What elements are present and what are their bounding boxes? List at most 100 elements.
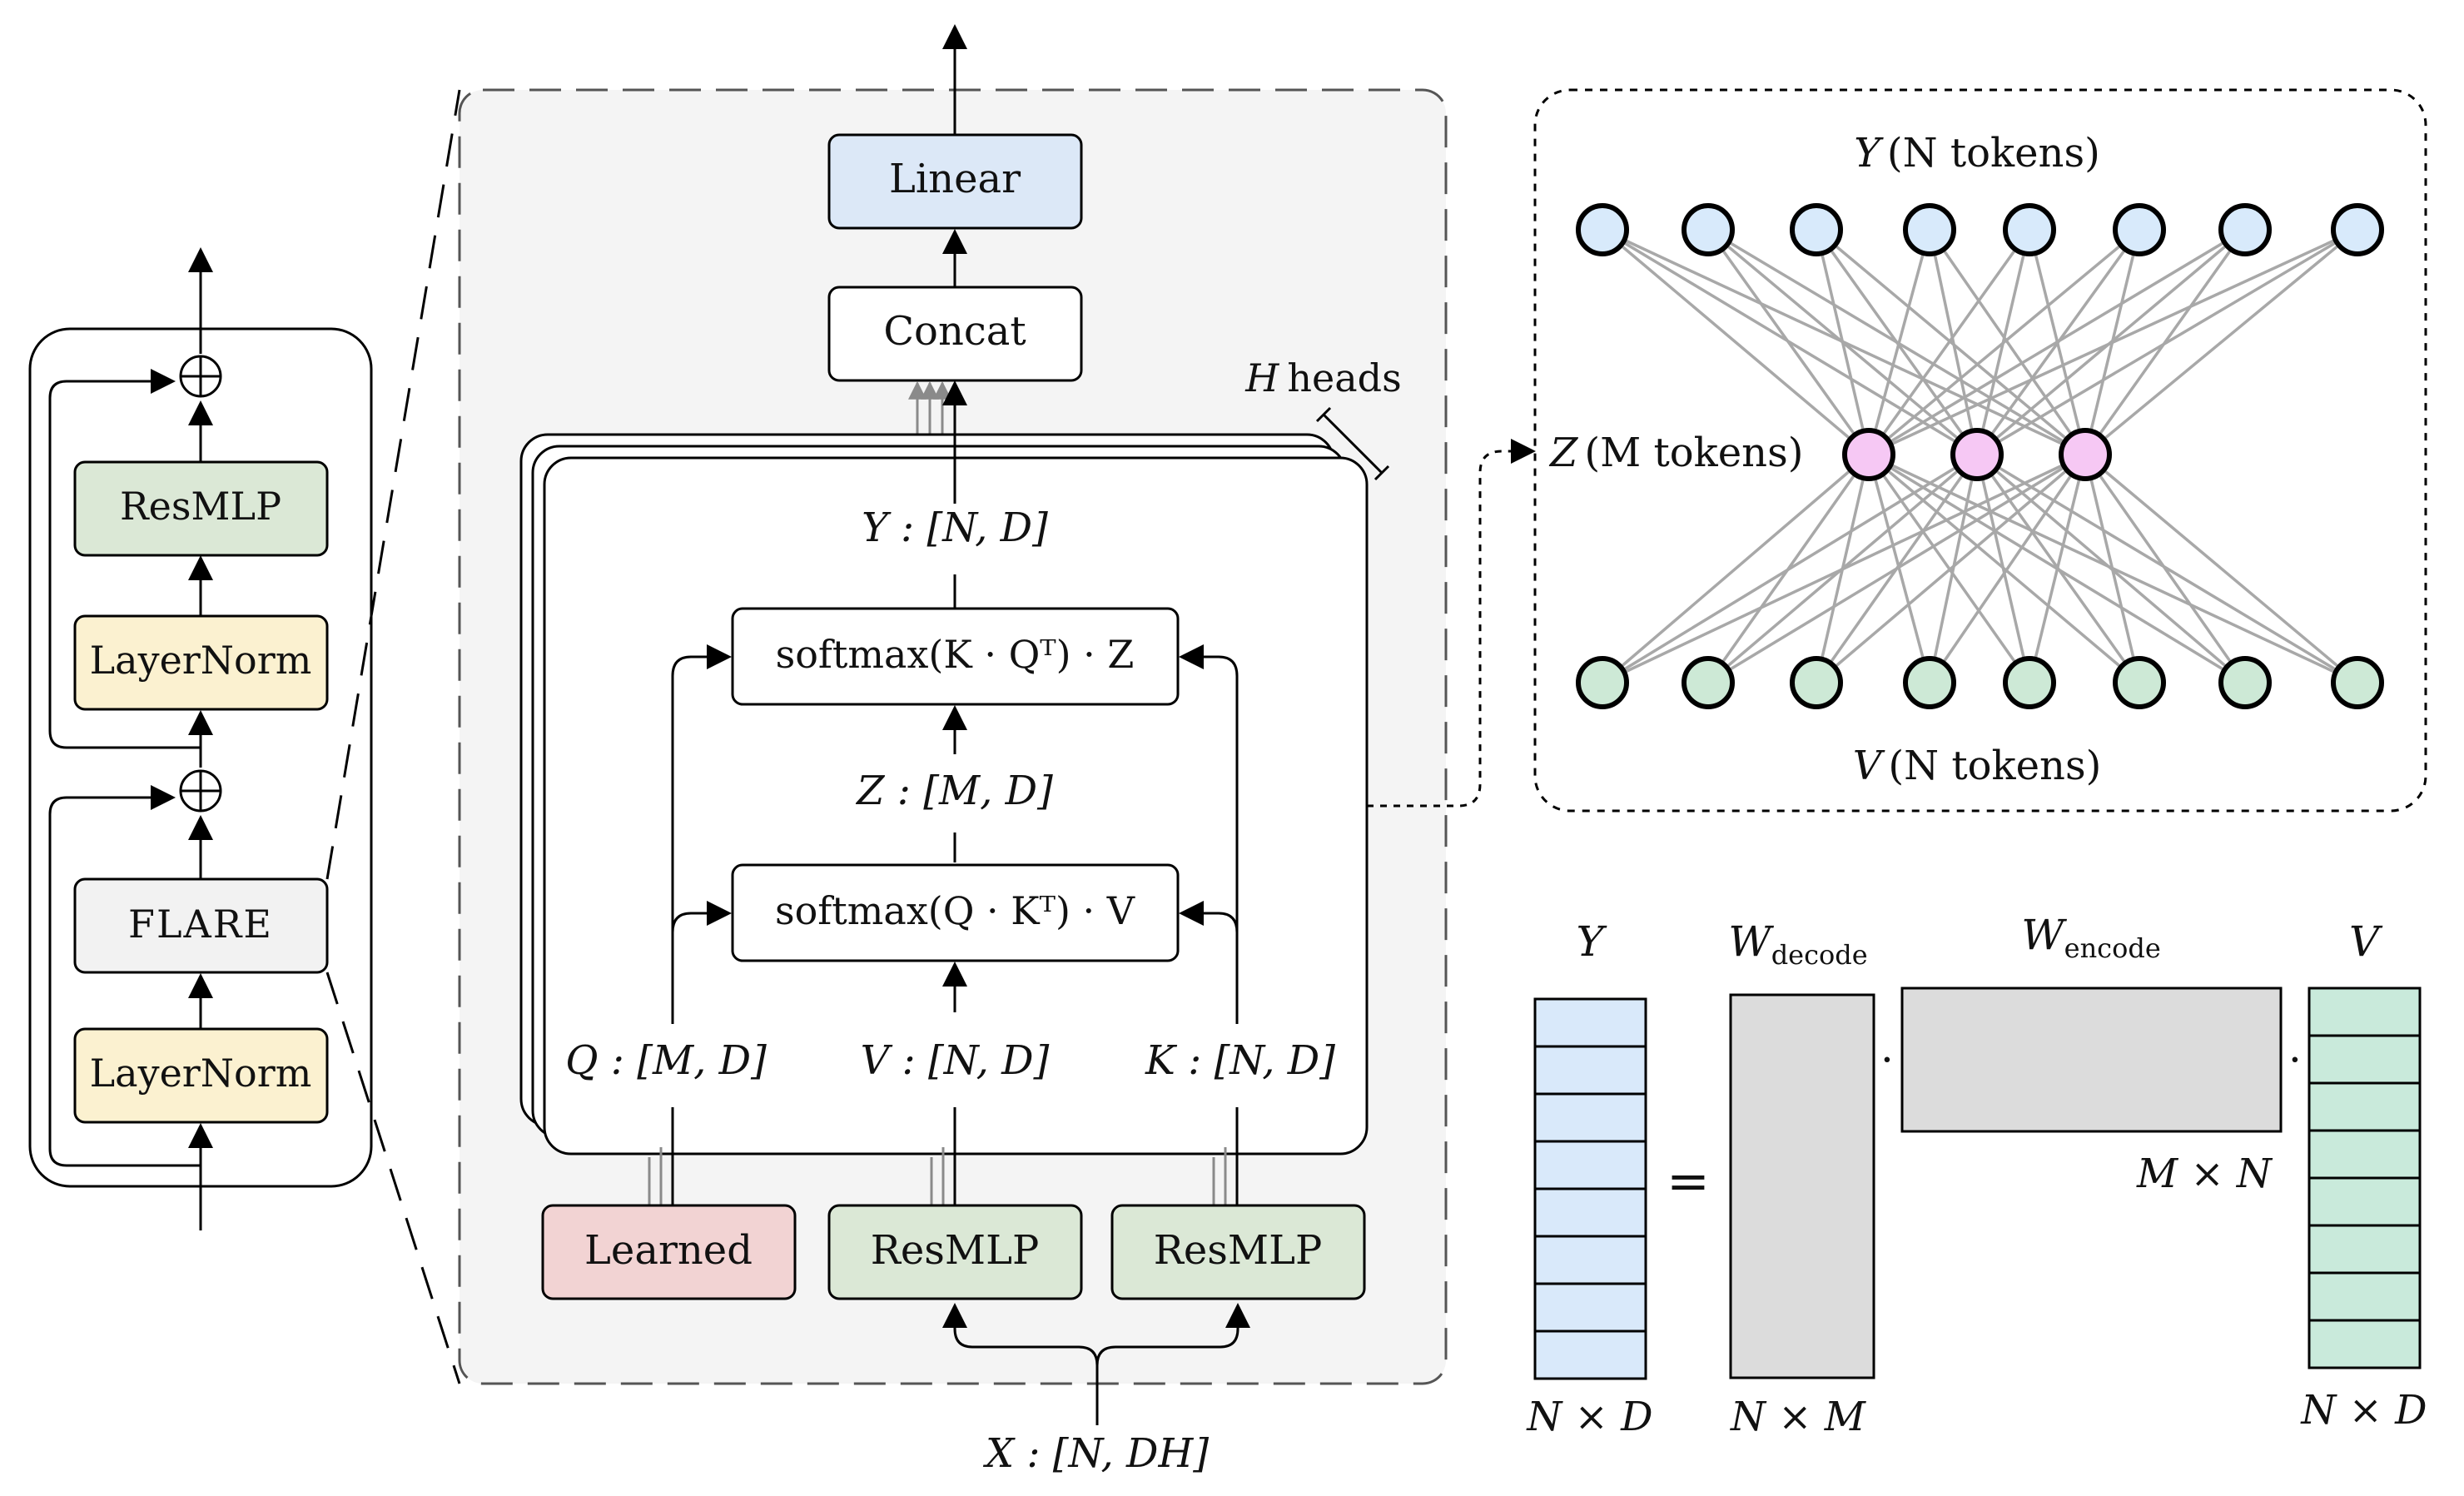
y-token-node (2331, 203, 2384, 256)
block-resmlp-label: ResMLP (120, 484, 281, 529)
w-decode-dim: N × M (1730, 1394, 1867, 1440)
heads-var: H (1244, 355, 1279, 400)
graph-edge (1602, 453, 2086, 684)
w-decode-title: Wdecode (1728, 917, 1867, 971)
z-shape-label: Z : [M, D] (855, 768, 1053, 814)
v-token-node (1682, 656, 1735, 709)
graph-edge (1975, 454, 2031, 683)
x-input-fork (942, 1303, 1099, 1425)
w-encode-matrix (1900, 987, 2283, 1133)
v-token-node (2331, 656, 2384, 709)
y-tokens-label: Y(N tokens) (1854, 130, 2100, 176)
y-token-node (1576, 203, 1629, 256)
w-decode-matrix (1729, 993, 1875, 1379)
graph-edge (1602, 228, 2086, 456)
graph-edge (2028, 229, 2087, 455)
y-token-node (1903, 203, 1956, 256)
resmlp-v-label: ResMLP (871, 1227, 1040, 1274)
graph-edge (1815, 228, 2087, 456)
dot-1: · (1880, 1036, 1894, 1084)
block-flare-label: FLARE (128, 902, 273, 947)
graph-edge (1601, 453, 1870, 684)
matrix-factorization: Y N × D = Wdecode N × M · Wencode M × N … (1526, 911, 2427, 1440)
equals-sign: = (1667, 1151, 1710, 1211)
z-token-node (1842, 428, 1895, 481)
heads-bracket (1322, 413, 1384, 475)
y-token-node (2218, 203, 2272, 256)
k-shape-label: K : [N, D] (1145, 1037, 1335, 1084)
y-token-node (1682, 203, 1735, 256)
graph-edge (1602, 228, 1978, 456)
k-arrow-decode (1179, 644, 1239, 932)
v-matrix (2308, 987, 2422, 1369)
y-token-node (2113, 203, 2166, 256)
learned-label: Learned (584, 1227, 753, 1274)
y-token-node (2003, 203, 2056, 256)
q-shape-label: Q : [M, D] (565, 1037, 767, 1084)
x-shape-label: X : [N, DH] (982, 1430, 1209, 1477)
residual-add-middle (179, 769, 222, 813)
token-graph-panel: Y(N tokens) Z(M tokens) V(N tokens) (1533, 88, 2427, 813)
graph-edge (2084, 453, 2359, 684)
resmlp-k-label: ResMLP (1154, 1227, 1323, 1274)
graph-edge (1815, 453, 2087, 684)
graph-edge (1602, 453, 1978, 684)
w-encode-dim: M × N (2136, 1151, 2273, 1197)
graph-edge (1928, 454, 2087, 683)
encode-softmax-box (731, 863, 1180, 962)
graph-edge (1928, 229, 1979, 455)
graph-edge (2084, 453, 2247, 684)
graph-edge (1707, 228, 2086, 456)
heads-word: heads (1287, 355, 1401, 400)
v-shape-label: V : [N, D] (861, 1037, 1050, 1084)
linear-label: Linear (889, 156, 1021, 202)
input-feed-lines (648, 1107, 1239, 1205)
residual-skip-bottom (48, 785, 201, 1167)
z-token-node (2059, 428, 2112, 481)
token-graph-outline (1533, 88, 2427, 813)
learned-box (541, 1204, 797, 1300)
y-token-node (1790, 203, 1843, 256)
graph-edge (1976, 228, 2358, 456)
graph-edge (1975, 229, 2031, 455)
graph-edge (1928, 229, 2087, 455)
v-token-node (2003, 656, 2056, 709)
graph-nodes (1576, 203, 2384, 709)
y-matrix (1533, 997, 1647, 1380)
y-matrix-title: Y (1576, 917, 1607, 966)
graph-edges (1601, 228, 2359, 684)
graph-edge (2084, 229, 2141, 455)
decode-softmax-label: softmax(K · Qᵀ) · Z (776, 632, 1135, 677)
v-tokens-label: V(N tokens) (1853, 743, 2102, 789)
v-matrix-dim: N × D (2300, 1387, 2427, 1434)
v-token-node (2218, 656, 2272, 709)
zoom-line-top (325, 89, 461, 880)
graph-connector (1367, 439, 1536, 808)
v-token-node (2113, 656, 2166, 709)
z-tokens-label: Z(M tokens) (1548, 430, 1803, 476)
q-arrow-decode (671, 644, 732, 932)
graph-edge (1707, 453, 2086, 684)
dot-2: · (2288, 1036, 2302, 1084)
concat-label: Concat (883, 308, 1026, 355)
v-token-node (1903, 656, 1956, 709)
block-layernorm-bottom-label: LayerNorm (90, 1051, 312, 1096)
graph-edge (1928, 454, 1979, 683)
v-token-node (1576, 656, 1629, 709)
y-matrix-dim: N × D (1526, 1394, 1652, 1440)
residual-add-top (179, 355, 222, 398)
graph-edge (1976, 453, 2358, 684)
graph-edge (1601, 228, 1870, 456)
block-layernorm-top-label: LayerNorm (90, 638, 312, 683)
graph-edge (2084, 454, 2141, 683)
resmlp-v-box (827, 1204, 1083, 1300)
graph-edge (2028, 454, 2087, 683)
zoom-line-bottom (325, 972, 461, 1384)
resmlp-k-box (1110, 1204, 1366, 1300)
z-token-node (1950, 428, 2004, 481)
encode-softmax-label: softmax(Q · Kᵀ) · V (775, 888, 1135, 933)
decode-softmax-box (731, 607, 1180, 706)
